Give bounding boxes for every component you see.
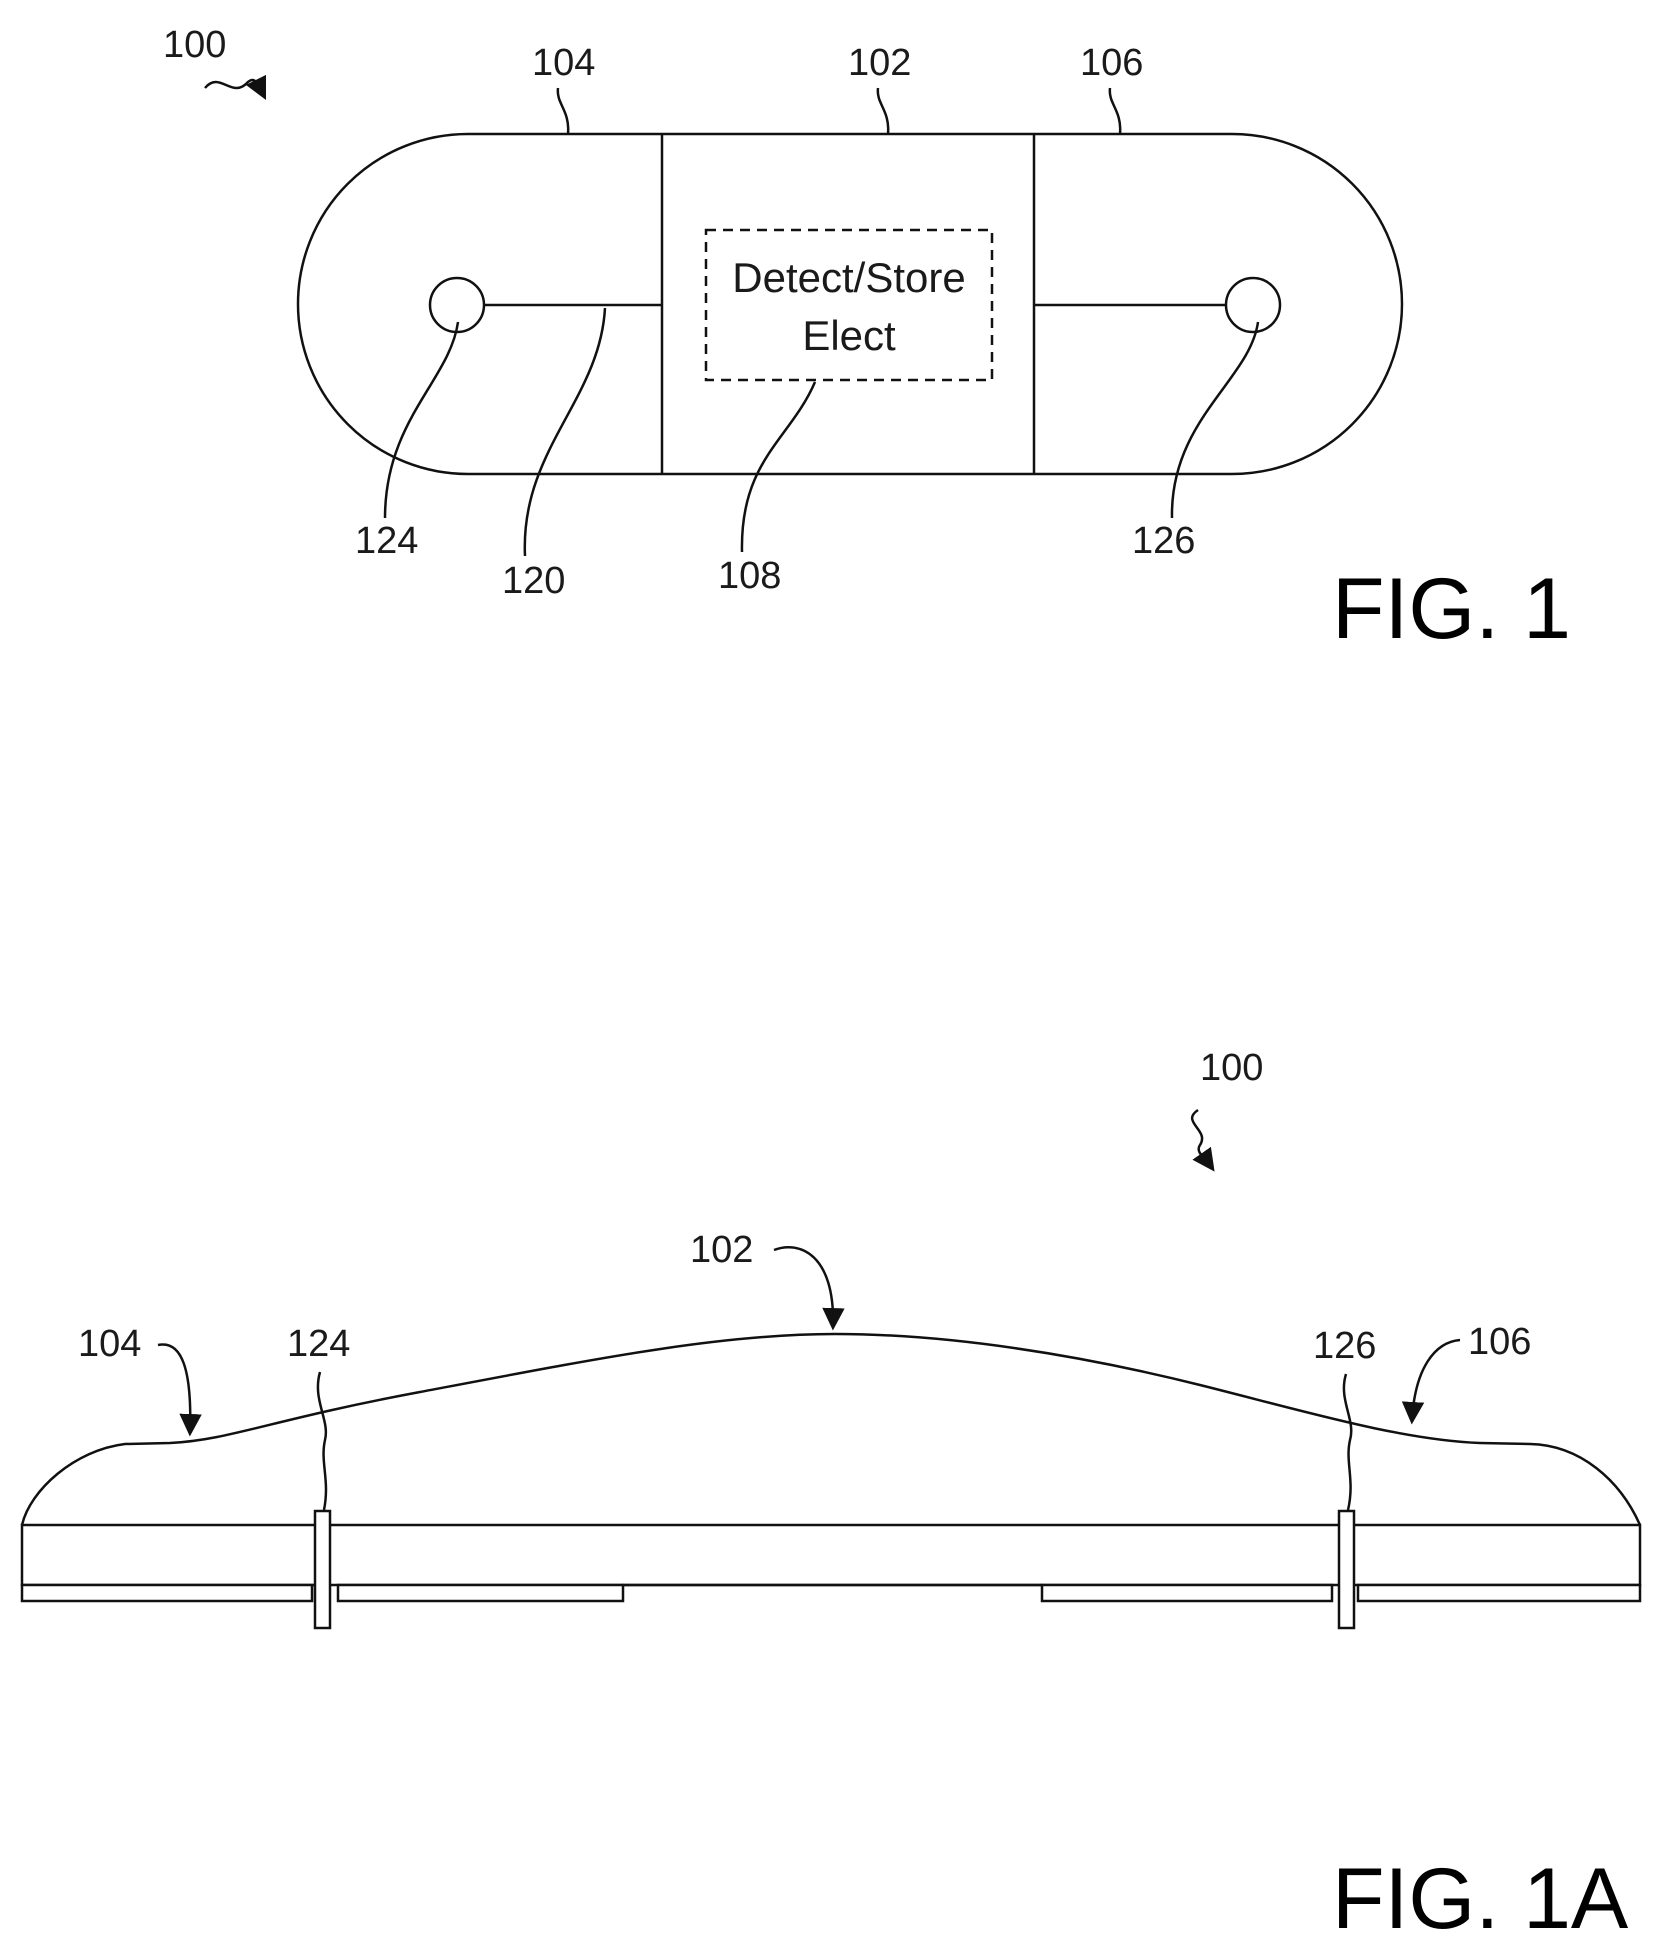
electronics-text-line2: Elect: [802, 312, 896, 359]
left-pad-outer: [22, 1585, 312, 1601]
ref-104-fig1-leader: [558, 88, 568, 134]
ref-106-fig1a: 106: [1468, 1321, 1531, 1363]
right-pad-outer: [1358, 1585, 1640, 1601]
base-layer: [22, 1525, 1640, 1585]
ref-120-fig1-leader: [525, 308, 605, 556]
ref-100-fig1: 100: [163, 24, 226, 66]
ref-124-fig1a-leader: [318, 1372, 326, 1510]
ref-108-fig1: 108: [718, 555, 781, 597]
ref-102-fig1: 102: [848, 42, 911, 84]
left-electrode-pin: [315, 1511, 330, 1628]
ref-100-fig1a-arrow: [1192, 1110, 1212, 1168]
ref-126-fig1a: 126: [1313, 1325, 1376, 1367]
ref-104-fig1: 104: [532, 42, 595, 84]
ref-102-fig1a-arrow: [774, 1247, 833, 1326]
fig1a-side-view: 100 102 104 124 126 106 FIG. 1A: [22, 1047, 1640, 1945]
ref-120-fig1: 120: [502, 560, 565, 602]
ref-126-fig1-leader: [1172, 322, 1258, 518]
ref-126-fig1: 126: [1132, 520, 1195, 562]
ref-124-fig1: 124: [355, 520, 418, 562]
right-pad-inner: [1042, 1585, 1332, 1601]
fig1a-caption: FIG. 1A: [1332, 1851, 1629, 1945]
ref-108-fig1-leader: [742, 382, 815, 552]
device-profile: [22, 1334, 1640, 1525]
ref-100-fig1-arrow: [205, 80, 264, 96]
fig1-caption: FIG. 1: [1332, 561, 1571, 657]
ref-104-fig1a: 104: [78, 1323, 141, 1365]
device-outline: [298, 134, 1402, 474]
ref-102-fig1a: 102: [690, 1229, 753, 1271]
electronics-text-line1: Detect/Store: [732, 254, 965, 301]
ref-102-fig1-leader: [878, 88, 888, 134]
left-pad-inner: [338, 1585, 623, 1601]
ref-124-fig1-leader: [385, 322, 458, 518]
ref-126-fig1a-leader: [1344, 1374, 1351, 1510]
ref-124-fig1a: 124: [287, 1323, 350, 1365]
ref-106-fig1a-arrow: [1412, 1340, 1460, 1420]
ref-106-fig1-leader: [1110, 88, 1120, 134]
ref-100-fig1a: 100: [1200, 1047, 1263, 1089]
ref-104-fig1a-arrow: [158, 1344, 190, 1432]
ref-106-fig1: 106: [1080, 42, 1143, 84]
fig1-top-view: Detect/Store Elect 100 104 102 106 124 1…: [163, 24, 1571, 657]
right-electrode: [1226, 278, 1280, 332]
right-electrode-pin: [1339, 1511, 1354, 1628]
center-gap-mask: [625, 1587, 1040, 1605]
